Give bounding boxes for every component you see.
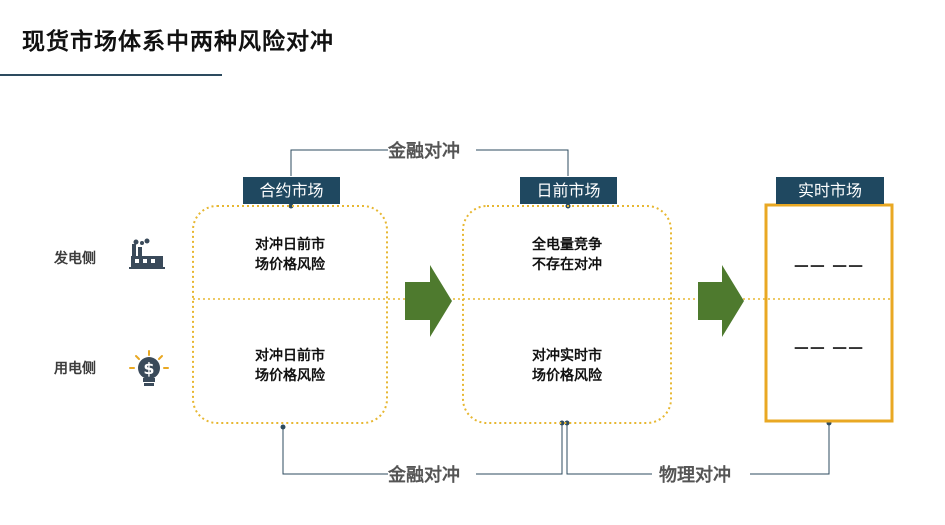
- arrow-right-1: [405, 265, 452, 337]
- contract-bottom-text: 对冲日前市 场价格风险: [255, 348, 325, 384]
- day-ahead-market-label: 日前市场: [520, 177, 617, 204]
- consumption-side-label: 用电侧: [54, 361, 96, 377]
- generation-side-label: 发电侧: [54, 251, 96, 267]
- svg-text:$: $: [143, 359, 154, 378]
- realtime-market-box: [764, 203, 894, 423]
- physical-connector: [566, 423, 830, 475]
- bottom-financial-hedge-label: 金融对冲: [388, 465, 460, 486]
- page-title: 现货市场体系中两种风险对冲: [22, 29, 334, 55]
- bottom-financial-connector: [282, 423, 563, 475]
- day-ahead-market-box: [462, 205, 672, 424]
- factory-icon: [127, 238, 167, 274]
- realtime-market-label: 实时市场: [776, 177, 884, 204]
- title-underline: [0, 74, 222, 76]
- day-ahead-top-text: 全电量竞争 不存在对冲: [532, 237, 602, 273]
- physical-hedge-label: 物理对冲: [659, 465, 731, 486]
- contract-market-label: 合约市场: [243, 177, 340, 204]
- dollar-lightbulb-icon: $: [128, 350, 170, 394]
- top-hedge-connector: [290, 149, 569, 176]
- top-financial-hedge-label: 金融对冲: [388, 141, 460, 162]
- day-ahead-bottom-text: 对冲实时市 场价格风险: [532, 348, 602, 384]
- arrow-right-2: [698, 265, 744, 337]
- realtime-top-text: —— ——: [793, 256, 865, 274]
- contract-top-text: 对冲日前市 场价格风险: [255, 237, 325, 273]
- realtime-bottom-text: —— ——: [793, 338, 865, 356]
